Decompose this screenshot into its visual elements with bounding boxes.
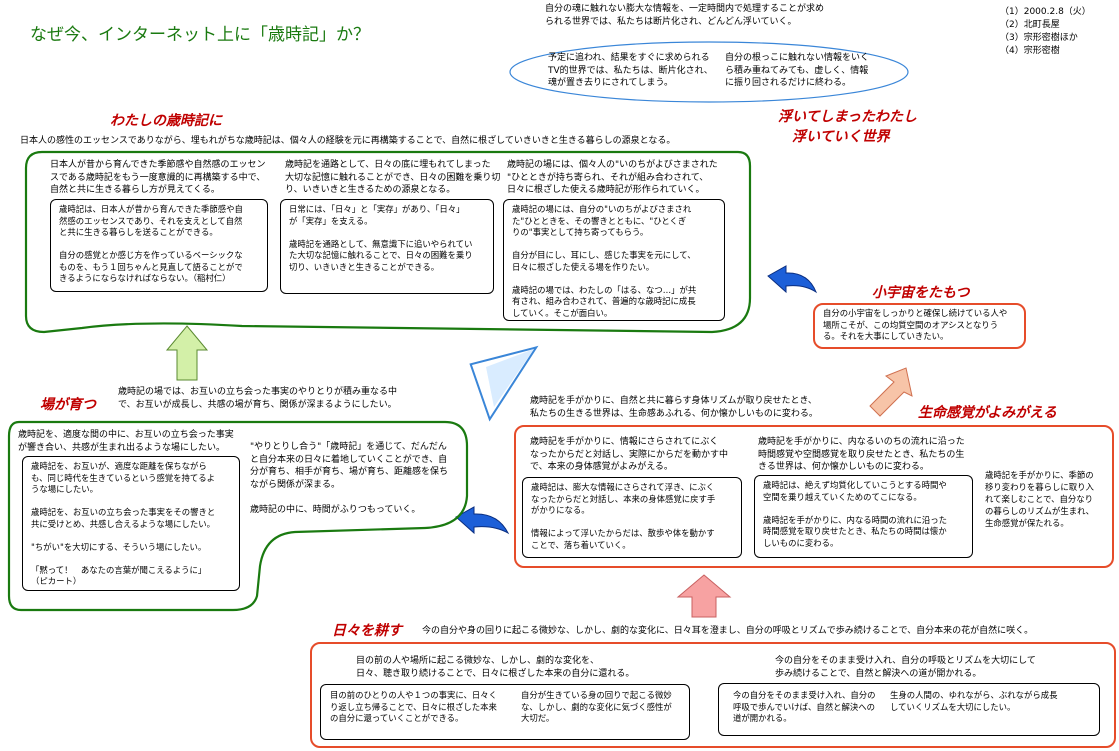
watashi-col2-head: 歳時記を通路として、日々の底に埋もれてしまった 大切な記憶に触れることができ、日…	[285, 160, 501, 195]
meta-author-3: （4）宗形密樹	[1000, 46, 1060, 56]
watashi-col1-box: 歳時記は、日本人が昔から育んできた季節感や自 然感のエッセンスであり、それを支え…	[50, 199, 268, 292]
watashi-col3-head: 歳時記の場には、個々人の"いのちがよびさまされた "ひとときが持ち寄られ、それが…	[507, 160, 718, 195]
heading-uite: 浮いてしまったわたし 浮いていく世界	[778, 109, 918, 145]
ellipse-left-text: 予定に追われ、結果をすぐに求められる TV的世界では、私たちは、断片化され、 魂…	[548, 53, 713, 88]
hibi-left-box	[320, 684, 690, 740]
hibi-right-box	[718, 683, 1100, 736]
watashi-col3-box: 歳時記の場には、自分の"いのちがよびさまされ た"ひとときを、その響きとともに、…	[503, 199, 725, 321]
ba-head: 歳時記を、適度な間の中に、お互いの立ち会った事実 が響き合い、共感が生まれ出るよ…	[18, 430, 234, 453]
heading-bagasodatsu: 場が育つ	[40, 397, 96, 413]
heading-watashi: わたしの歳時記に	[110, 113, 222, 129]
seimei-col2-head: 歳時記を手がかりに、内なるいのちの流れに沿った 時間感覚や空間感覚を取り戻せたと…	[758, 437, 965, 472]
ellipse-right-text: 自分の根っこに触れない情報をいく ら積み重ねてみても、虚しく、情報 に振り回され…	[725, 53, 870, 88]
ba-summary: 歳時記の場では、お互いの立ち会った事実のやりとりが積み重なる中 で、お互いが成長…	[118, 387, 398, 410]
meta-author-2: （3）宗形密樹ほか	[1000, 33, 1078, 43]
meta-author-1: （2）北町長屋	[1000, 20, 1060, 30]
watashi-green-blob	[24, 150, 752, 334]
seimei-box	[514, 425, 1114, 568]
seimei-col2-box: 歳時記は、絶えず均質化していこうとする時間や 空間を乗り越えていくためのてこにな…	[754, 475, 973, 558]
seimei-col1-box-text: 歳時記は、膨大な情報にさらされて浮き、にぶく なったからだと対話し、本来の身体感…	[531, 482, 716, 550]
hibi-left-box2: 自分が生きている身の回りで起こる微妙 な、しかし、劇的な変化に気づく感性が 大切…	[521, 690, 672, 723]
watashi-col2-box-text: 日常には、「日々」と「実存」があり、「日々」 が「実存」を支える。 歳時記を通路…	[289, 204, 473, 272]
meta-date: （1）2000.2.8（火）	[1000, 7, 1091, 17]
seimei-summary: 歳時記を手がかりに、自然と共に暮らす身体リズムが取り戻せたとき、 私たちの生きる…	[530, 396, 818, 419]
arrow-up-peach-icon	[869, 367, 913, 417]
arrow-left-blue-icon-2	[455, 506, 510, 535]
hibi-box	[310, 642, 1116, 748]
page-title: なぜ今、インターネット上に「歳時記」か？	[30, 25, 370, 45]
seimei-col3: 歳時記を手がかりに、季節の 移り変わりを暮らしに取り入 れて楽しむことで、自分な…	[985, 470, 1094, 528]
hibi-left-box1: 目の前のひとりの人や１つの事実に、日々く り返し立ち帰ることで、日々に根ざした本…	[330, 690, 497, 723]
hibi-right-box1: 今の自分をそのまま受け入れ、自分の 呼吸で歩んでいけば、自然と解決への 道が開か…	[733, 690, 876, 723]
hibi-right-head: 今の自分をそのまま受け入れ、自分の呼吸とリズムを大切にして 歩み続けることで、自…	[775, 656, 1036, 679]
heading-hibi: 日々を耕す	[332, 623, 402, 639]
watashi-summary: 日本人の感性のエッセンスでありながら、埋もれがちな歳時記は、個々人の経験を元に再…	[20, 136, 676, 146]
seimei-col2-box-text: 歳時記は、絶えず均質化していこうとする時間や 空間を乗り越えていくためのてこにな…	[763, 480, 947, 548]
ba-box: 歳時記を、お互いが、適度な距離を保ちながら も、同じ時代を生きているという感覚を…	[22, 456, 240, 591]
hibi-left-head: 目の前の人や場所に起こる微妙な、しかし、劇的な変化を、 日々、聴き取り続けること…	[356, 656, 635, 679]
watashi-col1-head: 日本人が昔から育んできた季節感や自然感のエッセン スである歳時記をもう一度意識的…	[50, 160, 266, 195]
heading-seimei: 生命感覚がよみがえる	[918, 405, 1057, 421]
ba-box-text: 歳時記を、お互いが、適度な距離を保ちながら も、同じ時代を生きているという感覚を…	[31, 461, 216, 586]
ba-right: "やりとりし合う"「歳時記」を通じて、だんだん と自分本来の日々に着地していくこ…	[250, 442, 449, 515]
arrow-up-pink-icon	[676, 574, 732, 618]
seimei-col1-head: 歳時記を手がかりに、情報にさらされてにぶく なったからだと対話し、実際にからだを…	[530, 437, 729, 472]
seimei-col1-box: 歳時記は、膨大な情報にさらされて浮き、にぶく なったからだと対話し、本来の身体感…	[522, 477, 742, 558]
top-ellipse	[509, 41, 909, 103]
arrow-up-green-icon	[165, 325, 209, 381]
heading-shouchu: 小宇宙をたもつ	[872, 285, 970, 301]
arrow-left-blue-icon	[767, 265, 818, 294]
watashi-col2-box: 日常には、「日々」と「実存」があり、「日々」 が「実存」を支える。 歳時記を通路…	[280, 199, 494, 294]
ba-green-blob	[7, 420, 469, 612]
hibi-summary: 今の自分や身の回りに起こる微妙な、しかし、劇的な変化に、日々耳を澄まし、自分の呼…	[422, 626, 1034, 636]
watashi-col1-box-text: 歳時記は、日本人が昔から育んできた季節感や自 然感のエッセンスであり、それを支え…	[59, 204, 243, 283]
hibi-right-box2: 生身の人間の、ゆれながら、ぶれながら成長 していくリズムを大切にしたい。	[890, 690, 1058, 712]
triangle-pointer-icon	[469, 345, 539, 422]
top-intro-text: 自分の魂に触れない膨大な情報を、一定時間内で処理することが求め られる世界では、…	[545, 4, 825, 27]
watashi-col3-box-text: 歳時記の場には、自分の"いのちがよびさまされ た"ひとときを、その響きとともに、…	[512, 204, 697, 318]
shouchu-box-text: 自分の小宇宙をしっかりと確保し続けている人や 場所こそが、この均質空間のオアシス…	[823, 308, 1008, 341]
shouchu-box: 自分の小宇宙をしっかりと確保し続けている人や 場所こそが、この均質空間のオアシス…	[813, 303, 1026, 349]
